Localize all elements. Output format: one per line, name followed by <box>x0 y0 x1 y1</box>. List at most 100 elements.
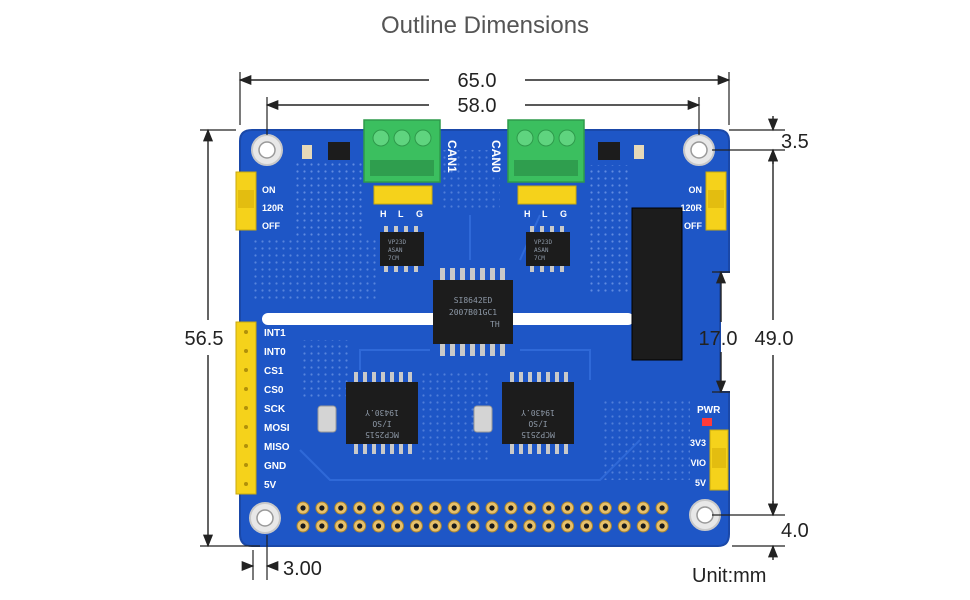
left-jumper-120r: 120R <box>262 203 284 213</box>
can1-terminal-block <box>363 119 441 183</box>
gpio-pin-hole <box>659 523 665 529</box>
spi-pin-miso: MISO <box>264 442 290 453</box>
left-jumper-off: OFF <box>262 221 280 231</box>
gpio-pin-hole <box>338 505 344 511</box>
can0-pin-h: H <box>524 209 531 219</box>
mounting-hole-bottom-right <box>689 499 721 531</box>
mcp2515-right-line2: I/SO <box>528 419 547 428</box>
mcp2515-right-line1: 19430.Y <box>521 408 555 417</box>
can1-pin-g: G <box>416 209 423 219</box>
dim-notch-height: 17.0 <box>699 328 738 350</box>
dim-top-hole-offset: 3.5 <box>781 131 809 153</box>
can1-transceiver-chip: VP23D ASAN 7CM <box>380 226 424 272</box>
gpio-pin-hole <box>489 505 495 511</box>
gpio-pin-hole <box>319 505 325 511</box>
gpio-pin-hole <box>489 523 495 529</box>
voltage-3v3: 3V3 <box>690 438 706 448</box>
gpio-pin-hole <box>300 523 306 529</box>
gpio-pin-hole <box>659 505 665 511</box>
gpio-pin-hole <box>376 523 382 529</box>
gpio-40-pin-header <box>296 501 669 533</box>
gpio-pin-hole <box>432 523 438 529</box>
can1-pin-h: H <box>380 209 387 219</box>
gpio-pin-hole <box>413 523 419 529</box>
mcp2515-left-line1: 19430.Y <box>365 408 399 417</box>
isolator-line2: 2007B01GC1 <box>449 308 497 317</box>
gpio-pin-hole <box>338 523 344 529</box>
dim-hole-spacing-y: 49.0 <box>755 328 794 350</box>
can1-label: CAN1 <box>445 140 459 173</box>
gpio-pin-hole <box>565 505 571 511</box>
diagram-title: Outline Dimensions <box>380 12 590 39</box>
spi-pin-cs0: CS0 <box>264 385 284 396</box>
spi-pin-gnd: GND <box>264 461 286 472</box>
can0-transceiver-line3: 7CM <box>534 255 545 262</box>
mcp2515-chip-right: 19430.Y I/SO MCP2515 <box>502 372 574 454</box>
gpio-pin-hole <box>602 523 609 529</box>
gpio-pin-hole <box>451 523 457 529</box>
gpio-pin-hole <box>394 505 401 511</box>
crystal-left <box>317 405 337 433</box>
gpio-pin-hole <box>583 505 590 511</box>
can0-pin-g: G <box>560 209 567 219</box>
gpio-pin-hole <box>527 523 533 529</box>
gpio-pin-hole <box>640 523 646 529</box>
gpio-pin-hole <box>470 523 476 529</box>
can0-transceiver-chip: VP23D ASAN 7CM <box>526 226 570 272</box>
voltage-vio: VIO <box>690 458 706 468</box>
can1-transceiver-line1: VP23D <box>388 239 406 246</box>
gpio-pin-hole <box>357 523 363 529</box>
isolated-dcdc-module <box>631 207 683 361</box>
gpio-pin-hole <box>621 505 627 511</box>
gpio-pin-hole <box>546 523 552 529</box>
isolator-line1: SI8642ED <box>454 296 493 305</box>
can0-transceiver-line1: VP23D <box>534 239 552 246</box>
unit-label: Unit:mm <box>692 565 766 587</box>
gpio-pin-hole <box>546 505 552 511</box>
resistor-top-left <box>302 145 312 159</box>
dim-total-width: 65.0 <box>458 70 497 92</box>
pwr-label: PWR <box>697 405 721 416</box>
can0-pin-l: L <box>542 209 548 219</box>
mcp2515-right-line3: MCP2515 <box>521 430 555 439</box>
mounting-hole-top-right <box>683 134 715 166</box>
gpio-pin-hole <box>319 523 325 529</box>
gpio-pin-hole <box>527 505 533 511</box>
gpio-pin-hole <box>508 523 514 529</box>
voltage-select-jumper <box>709 429 729 491</box>
mcp2515-chip-left: 19430.Y I/SO MCP2515 <box>346 372 418 454</box>
spi-pin-cs1: CS1 <box>264 366 284 377</box>
voltage-5v: 5V <box>695 478 706 488</box>
mounting-hole-top-left <box>251 134 283 166</box>
can1-transceiver-line2: ASAN <box>388 247 403 254</box>
dim-hole-spacing-x: 58.0 <box>458 95 497 117</box>
gpio-pin-hole <box>451 505 457 511</box>
gpio-pin-hole <box>640 505 646 511</box>
gpio-pin-hole <box>357 505 363 511</box>
spi-pin-sck: SCK <box>264 404 286 415</box>
right-jumper-120r: 120R <box>680 203 702 213</box>
pwr-led <box>702 418 712 426</box>
gpio-pin-hole <box>565 523 571 529</box>
spi-pin-int1: INT1 <box>264 328 286 339</box>
mounting-hole-bottom-left <box>249 502 281 534</box>
gpio-pin-hole <box>621 523 627 529</box>
can0-transceiver-line2: ASAN <box>534 247 549 254</box>
can0-hlg-header <box>517 185 577 205</box>
dim-left-hole-offset: 3.00 <box>283 558 322 580</box>
dim-total-height: 56.5 <box>185 328 224 350</box>
can0-terminal-block <box>507 119 585 183</box>
mcp2515-left-line3: MCP2515 <box>365 430 399 439</box>
mosfet-left <box>328 142 350 160</box>
gpio-pin-hole <box>470 505 476 511</box>
gpio-pin-hole <box>413 505 419 511</box>
crystal-right <box>473 405 493 433</box>
gpio-pin-hole <box>300 505 306 511</box>
mcp2515-left-line2: I/SO <box>372 419 391 428</box>
spi-pin-header <box>235 321 257 495</box>
isolator-chip: SI8642ED 2007B01GC1 TH <box>433 268 513 356</box>
gpio-pin-hole <box>432 505 438 511</box>
gpio-pin-hole <box>394 523 401 529</box>
